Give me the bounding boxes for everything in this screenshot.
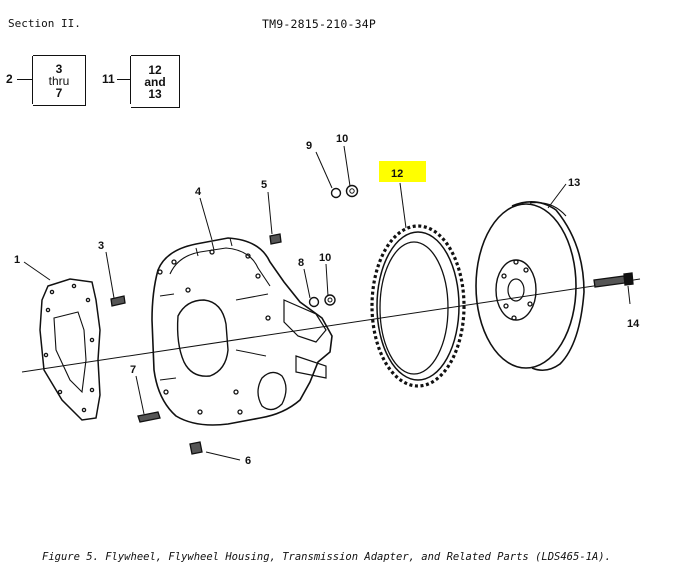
washer-nut-upper bbox=[330, 184, 359, 199]
stud-part-7 bbox=[137, 411, 161, 423]
plug-part-6 bbox=[189, 441, 203, 455]
callout-6: 6 bbox=[245, 455, 251, 467]
callout-8: 8 bbox=[298, 257, 304, 269]
callout-10-upper: 10 bbox=[336, 133, 348, 145]
callout-9: 9 bbox=[306, 140, 312, 152]
callout-7: 7 bbox=[130, 364, 136, 376]
index-ref-11: 11 bbox=[102, 72, 115, 86]
bolt-part-5 bbox=[269, 233, 282, 245]
index-leader-2 bbox=[17, 79, 32, 80]
stud-part-3 bbox=[110, 295, 126, 307]
callout-13: 13 bbox=[568, 177, 580, 189]
callout-12-highlight bbox=[379, 161, 426, 182]
index-leader-11 bbox=[117, 79, 130, 80]
index-bracket-2 bbox=[32, 56, 33, 104]
center-axis-line bbox=[21, 278, 641, 373]
index-box-line: thru bbox=[48, 73, 70, 88]
index-ref-2: 2 bbox=[6, 72, 13, 86]
index-box-line: 7 bbox=[55, 85, 63, 100]
index-box-3-thru-7: 3 thru 7 bbox=[33, 55, 86, 106]
callout-4: 4 bbox=[195, 186, 202, 198]
callout-3: 3 bbox=[98, 240, 104, 252]
section-label: Section II. bbox=[8, 17, 81, 30]
index-box-line: 3 bbox=[55, 61, 63, 76]
callout-1: 1 bbox=[14, 254, 20, 266]
index-box-line: 12 bbox=[148, 62, 162, 77]
ring-gear-part-12 bbox=[370, 224, 466, 388]
figure-caption: Figure 5. Flywheel, Flywheel Housing, Tr… bbox=[42, 551, 611, 563]
gasket-part-1 bbox=[39, 278, 101, 421]
flywheel-housing-part-4 bbox=[151, 237, 333, 426]
index-box-line: 13 bbox=[148, 86, 162, 101]
index-bracket-11 bbox=[130, 56, 131, 104]
callout-10-lower: 10 bbox=[319, 252, 331, 264]
flywheel-part-13 bbox=[475, 201, 585, 372]
document-number: TM9-2815-210-34P bbox=[262, 17, 376, 31]
callout-14: 14 bbox=[627, 318, 640, 330]
index-box-12-and-13: 12 and 13 bbox=[131, 55, 180, 108]
callout-5: 5 bbox=[261, 179, 267, 191]
callout-12: 12 bbox=[391, 168, 403, 180]
washer-nut-lower bbox=[308, 294, 336, 308]
bolt-part-14 bbox=[593, 272, 634, 288]
leader-lines bbox=[23, 145, 631, 461]
index-box-line: and bbox=[144, 74, 166, 89]
